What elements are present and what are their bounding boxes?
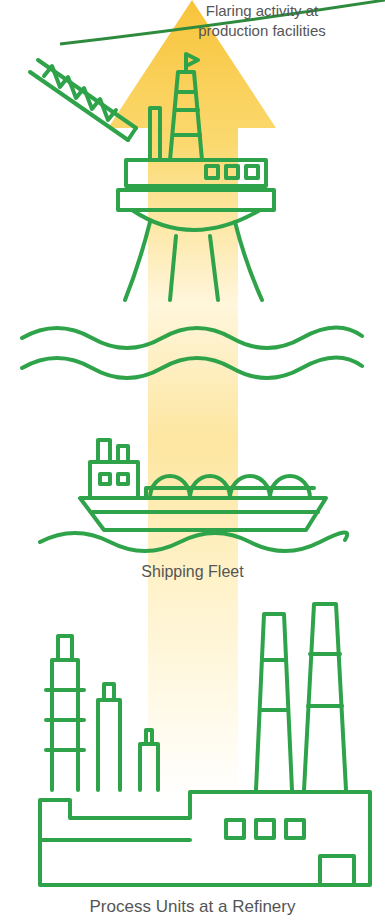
lng-ship-icon-stroke — [118, 446, 128, 462]
refinery-icon-stroke — [256, 820, 274, 838]
lng-ship-icon-stroke — [146, 488, 314, 498]
lng-ship-icon-stroke — [100, 474, 110, 484]
waves-lower — [40, 532, 347, 551]
caption-label: Process Units at a Refinery — [0, 896, 385, 918]
refinery-icon-stroke — [46, 690, 84, 750]
refinery-icon-stroke — [320, 856, 354, 885]
waves-lower-stroke — [40, 532, 347, 551]
waves-upper — [22, 327, 362, 378]
lng-ship-icon-stroke — [80, 498, 326, 530]
refinery-icon-stroke — [98, 700, 120, 790]
refinery-icon-stroke — [304, 604, 346, 790]
refinery-icon-stroke — [308, 654, 342, 706]
offshore-platform-icon-stroke — [186, 54, 198, 72]
refinery-icon-stroke — [286, 820, 304, 838]
refinery-icon-stroke — [40, 838, 190, 842]
offshore-platform-icon-stroke — [125, 222, 150, 300]
lng-ship-icon-stroke — [98, 440, 110, 462]
waves-upper-stroke — [22, 327, 362, 348]
refinery-icon — [40, 604, 370, 885]
top-curve-stroke — [60, 0, 385, 44]
offshore-platform-icon-stroke — [170, 236, 218, 300]
offshore-platform-icon-stroke — [246, 166, 258, 178]
offshore-platform-icon-stroke — [126, 160, 266, 186]
refinery-icon-stroke — [226, 820, 244, 838]
lng-ship-icon-stroke — [92, 510, 318, 514]
lng-ship-icon-stroke — [90, 462, 138, 498]
offshore-platform-icon — [30, 54, 274, 300]
refinery-icon-stroke — [146, 730, 152, 744]
upward-arrow — [108, 0, 276, 800]
upward-arrow-stroke — [108, 0, 276, 800]
refinery-icon-stroke — [40, 792, 370, 885]
caption-label: Flaring activity at production facilitie… — [180, 1, 344, 40]
offshore-platform-icon-stroke — [118, 190, 274, 210]
offshore-platform-icon-stroke — [150, 108, 160, 160]
offshore-platform-icon-stroke — [30, 72, 128, 140]
offshore-platform-icon-stroke — [38, 60, 136, 128]
refinery-icon-stroke — [140, 744, 158, 790]
offshore-platform-icon-stroke — [173, 92, 200, 135]
refinery-icon-stroke — [256, 614, 292, 790]
refinery-icon-stroke — [260, 660, 288, 710]
offshore-platform-icon-stroke — [170, 72, 202, 160]
offshore-platform-icon-stroke — [206, 166, 218, 178]
waves-upper-stroke — [22, 357, 362, 378]
offshore-platform-icon-stroke — [226, 166, 238, 178]
offshore-platform-icon-stroke — [44, 66, 116, 120]
top-curve — [60, 0, 385, 44]
caption-label: Shipping Fleet — [0, 562, 385, 583]
offshore-platform-icon-stroke — [132, 210, 260, 230]
refinery-icon-stroke — [58, 636, 72, 660]
refinery-icon-stroke — [52, 660, 78, 790]
offshore-platform-icon-stroke — [128, 128, 136, 140]
offshore-platform-icon-stroke — [235, 222, 262, 300]
refinery-icon-stroke — [104, 684, 114, 700]
lng-ship-icon — [80, 440, 326, 530]
lng-ship-icon-stroke — [118, 474, 128, 484]
